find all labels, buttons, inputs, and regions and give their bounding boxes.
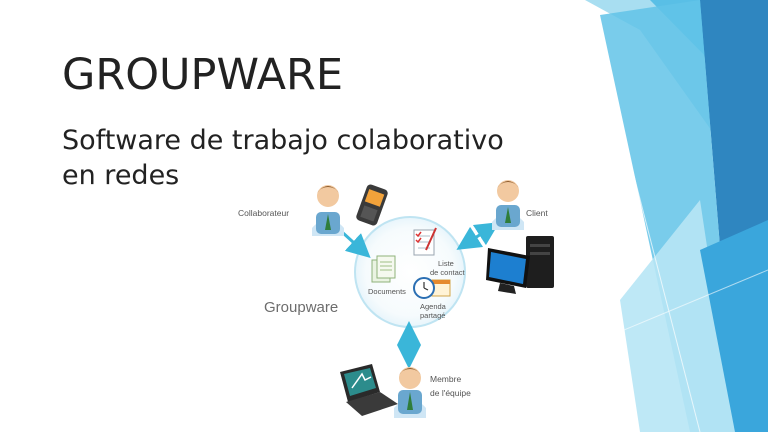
facet-accent-bottom bbox=[700, 220, 768, 432]
client-person-icon bbox=[492, 180, 524, 230]
label-de-contact: de contact bbox=[430, 268, 466, 277]
label-documents: Documents bbox=[368, 287, 406, 296]
subtitle-line-1: Software de trabajo colaborativo bbox=[62, 125, 504, 156]
laptop-icon bbox=[340, 364, 398, 416]
collaborateur-person-icon bbox=[312, 185, 344, 236]
label-partage: partagé bbox=[420, 311, 445, 320]
label-agenda: Agenda bbox=[420, 302, 447, 311]
arrow-collaborateur bbox=[340, 230, 371, 259]
documents-icon bbox=[371, 255, 396, 283]
facet-line-1 bbox=[589, 4, 701, 432]
membre-person-icon bbox=[394, 367, 426, 418]
label-client: Client bbox=[526, 208, 548, 218]
slide-subtitle: Software de trabajo colaborativo en rede… bbox=[62, 124, 622, 193]
groupware-label: Groupware bbox=[264, 299, 338, 316]
label-liste: Liste bbox=[438, 259, 454, 268]
arrow-client bbox=[456, 222, 500, 250]
slide-title: GROUPWARE bbox=[62, 50, 344, 100]
facet-line-2 bbox=[599, 269, 768, 341]
label-collaborateur: Collaborateur bbox=[238, 208, 289, 218]
checklist-icon bbox=[413, 227, 437, 256]
desktop-computer-icon bbox=[486, 236, 554, 294]
label-de-lequipe: de l'équipe bbox=[430, 388, 471, 398]
label-membre: Membre bbox=[430, 374, 461, 384]
subtitle-line-2: en redes bbox=[62, 159, 180, 191]
mobile-phone-icon bbox=[356, 184, 388, 226]
clock-calendar-icon bbox=[413, 277, 451, 299]
